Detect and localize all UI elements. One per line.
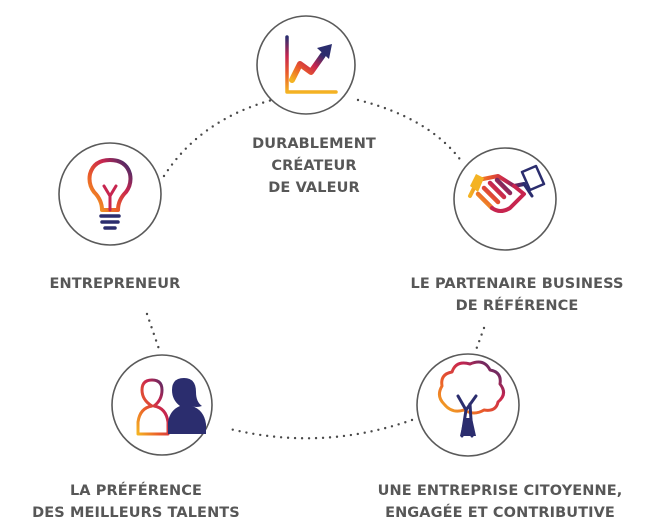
label-durable: DURABLEMENT CRÉATEUR DE VALEUR [214,133,414,199]
growth-chart-icon [285,35,338,94]
connector-durable-partenaire [356,98,464,164]
value-circle-durable [256,15,356,115]
label-durable-line-3: DE VALEUR [268,180,360,196]
connector-entrepreneur-durable [162,98,274,178]
value-circle-entrepreneur [58,142,162,246]
label-talents-line-1: LA PRÉFÉRENCE [69,483,203,499]
connector-partenaire-citoyenne [474,326,486,352]
label-citoyenne-line-1: UNE ENTREPRISE CITOYENNE, [377,483,623,499]
label-durable-line-1: DURABLEMENT [252,136,376,152]
value-circle-talents [111,354,213,456]
label-partenaire-line-1: LE PARTENAIRE BUSINESS [410,276,624,292]
connector-talents-entrepreneur [145,312,162,354]
tree-icon [437,360,505,438]
label-citoyenne-line-2: ENGAGÉE ET CONTRIBUTIVE [385,505,615,521]
value-circle-citoyenne [416,353,520,457]
label-partenaire: LE PARTENAIRE BUSINESS DE RÉFÉRENCE [386,273,648,317]
label-citoyenne: UNE ENTREPRISE CITOYENNE, ENGAGÉE ET CON… [352,480,648,524]
handshake-icon [468,164,546,213]
label-entrepreneur: ENTREPRENEUR [10,273,220,295]
label-durable-line-2: CRÉATEUR [271,158,357,174]
connector-citoyenne-talents [224,418,414,440]
value-circle-partenaire [453,147,557,251]
people-icon [136,378,206,436]
label-partenaire-line-2: DE RÉFÉRENCE [455,298,579,314]
dotted-connectors [145,98,486,440]
label-talents-line-2: DES MEILLEURS TALENTS [32,505,240,521]
label-talents: LA PRÉFÉRENCE DES MEILLEURS TALENTS [2,480,270,524]
label-entrepreneur-line-1: ENTREPRENEUR [49,276,181,292]
lightbulb-icon [87,158,133,230]
